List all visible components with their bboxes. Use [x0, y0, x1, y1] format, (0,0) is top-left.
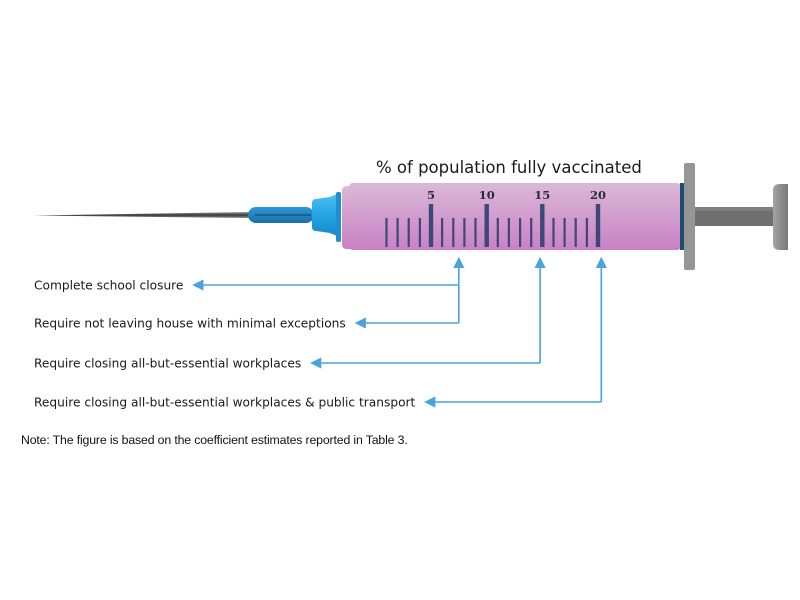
- tick-label-5: 5: [427, 188, 435, 202]
- barrel: [349, 183, 681, 250]
- measure-label: Complete school closure: [34, 279, 183, 293]
- scale-title: % of population fully vaccinated: [376, 158, 642, 177]
- plunger-rod: [692, 207, 776, 226]
- minor-tick-8: [463, 218, 466, 247]
- needle: [33, 212, 250, 218]
- minor-tick-19: [585, 218, 588, 247]
- minor-tick-3: [407, 218, 410, 247]
- tick-label-15: 15: [534, 188, 550, 202]
- tick-label-10: 10: [479, 188, 495, 202]
- minor-tick-11: [496, 218, 499, 247]
- plunger-stopper: [680, 183, 684, 250]
- minor-tick-12: [507, 218, 510, 247]
- minor-tick-17: [563, 218, 566, 247]
- plunger-thumb-press: [773, 184, 788, 250]
- minor-tick-16: [552, 218, 555, 247]
- major-tick-20: [595, 204, 601, 247]
- barrel-flange: [684, 163, 695, 270]
- measure-label: Require closing all-but-essential workpl…: [34, 357, 301, 371]
- minor-tick-18: [574, 218, 577, 247]
- minor-tick-7: [452, 218, 455, 247]
- measure-label: Require not leaving house with minimal e…: [34, 317, 346, 331]
- major-tick-10: [484, 204, 489, 247]
- figure-note: Note: The figure is based on the coeffic…: [21, 433, 408, 447]
- measure-arrows: [192, 256, 607, 408]
- minor-tick-13: [519, 218, 522, 247]
- measure-label: Require closing all-but-essential workpl…: [34, 396, 416, 410]
- minor-tick-14: [530, 218, 533, 247]
- scale-ticks: 5 10 15 20: [385, 188, 606, 247]
- minor-tick-4: [418, 218, 421, 247]
- tick-label-20: 20: [590, 188, 606, 202]
- needle-hub-wide: [312, 194, 337, 236]
- minor-tick-6: [441, 218, 444, 247]
- minor-tick-2: [396, 218, 399, 247]
- needle-hub-line: [255, 214, 311, 216]
- minor-tick-1: [385, 218, 388, 247]
- major-tick-5: [428, 204, 434, 247]
- minor-tick-9: [474, 218, 477, 247]
- plunger-rod-highlight: [692, 207, 776, 211]
- needle-hub-flange: [336, 192, 341, 242]
- major-tick-15: [540, 204, 545, 247]
